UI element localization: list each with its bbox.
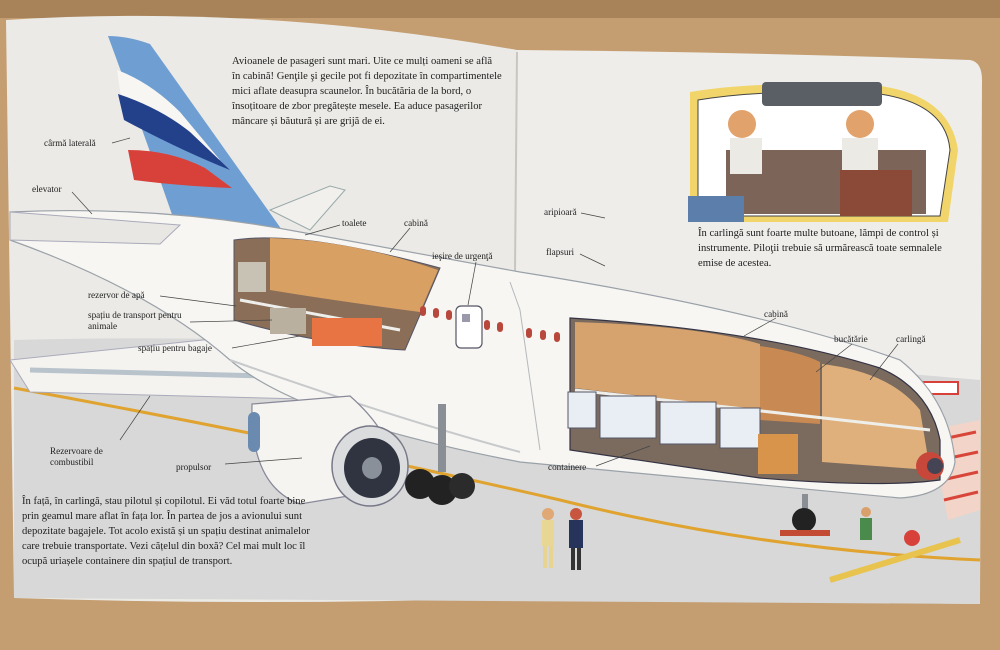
intro-paragraph: Avioanele de pasageri sunt mari. Uite ce… <box>232 56 502 127</box>
label-rudder: cârmă laterală <box>44 138 96 148</box>
front-cabin-cutaway <box>567 317 944 485</box>
label-flaps: flapsuri <box>546 247 575 257</box>
label-galley: bucătărie <box>834 334 868 344</box>
label-cockpit: carlingă <box>896 334 926 344</box>
label-luggage-space: spațiu pentru bagaje <box>138 343 212 353</box>
label-leader-lines <box>71 137 899 467</box>
rear-cabin-cutaway <box>233 237 441 351</box>
label-emergency-exit: ieşire de urgenţă <box>432 251 493 261</box>
label-engine: propulsor <box>176 462 212 472</box>
label-elevator: elevator <box>32 184 62 194</box>
ground-crew <box>542 507 920 570</box>
tail-fin <box>108 36 346 232</box>
label-cabin-front: cabină <box>764 309 788 319</box>
label-winglet: aripioară <box>544 207 577 217</box>
label-water-tank: rezervor de apă <box>88 290 145 300</box>
label-fuel-tanks: Rezervoare de combustibil <box>50 446 103 467</box>
label-animal-space: spațiu de transport pentru animale <box>88 310 182 331</box>
engine <box>248 395 409 507</box>
label-containers: containere <box>548 462 587 472</box>
cockpit-paragraph: În carlingă sunt foarte multe butoane, l… <box>698 228 942 269</box>
cockpit-inset <box>688 82 958 222</box>
fuselage-windows <box>420 305 560 349</box>
label-cabin-rear: cabină <box>404 218 428 228</box>
label-toilets: toalete <box>342 218 367 228</box>
landing-gear <box>405 404 830 536</box>
bottom-paragraph: În față, în carlingă, stau pilotul și co… <box>22 496 310 567</box>
